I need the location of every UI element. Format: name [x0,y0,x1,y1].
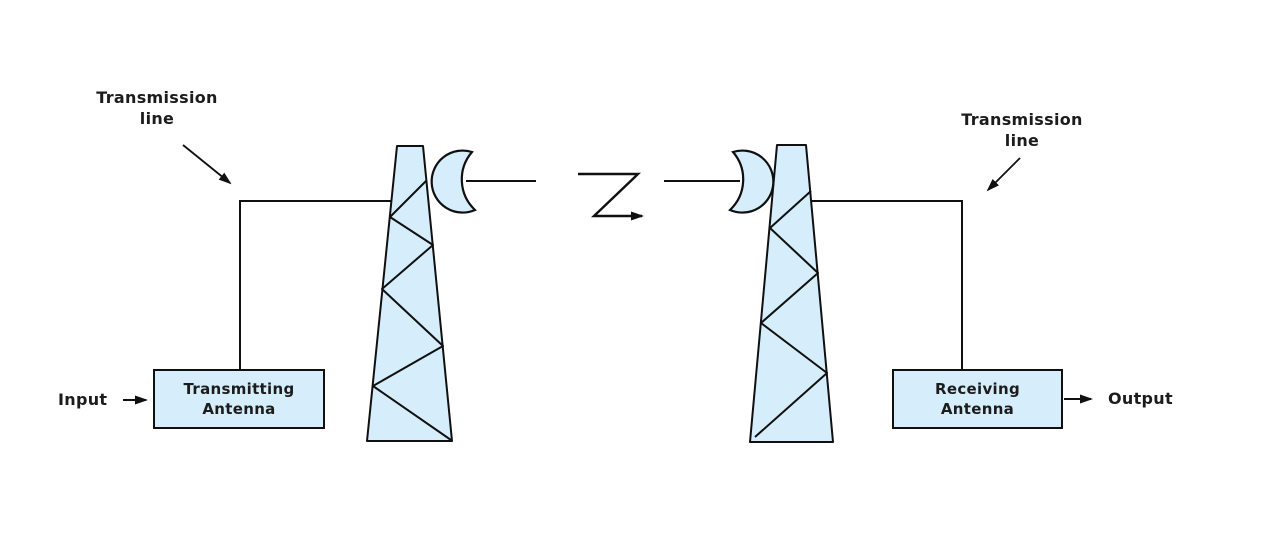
receiving-antenna-box: Receiving Antenna [892,369,1063,429]
tower-right-lattice [754,190,828,438]
label-text: line [1004,131,1040,150]
tower-left-lattice [372,180,452,441]
box-label: Antenna [940,400,1015,418]
input-label: Input [58,390,108,409]
transmission-line-label-right: Transmission line [922,109,1122,151]
label-text: Transmission [961,110,1083,129]
transmitting-antenna-box: Transmitting Antenna [153,369,325,429]
output-label: Output [1108,389,1173,408]
transmission-tower-right-icon [749,144,834,443]
transmission-tower-left-icon [366,145,453,442]
transmission-line-right [811,200,963,369]
transmission-line-left [239,200,391,369]
label-text: Transmission [96,88,218,107]
transmission-label-arrow-right [986,157,1021,192]
box-label: Transmitting [183,380,295,398]
dish-antenna-left-icon [430,149,477,214]
signal-zigzag-arrow-icon [578,172,644,221]
box-label: Antenna [202,400,276,418]
box-label: Receiving [935,380,1020,398]
label-text: line [139,109,175,128]
dish-antenna-right-icon [728,149,775,214]
transmission-line-label-left: Transmission line [57,87,257,129]
transmission-label-arrow-left [182,144,232,185]
